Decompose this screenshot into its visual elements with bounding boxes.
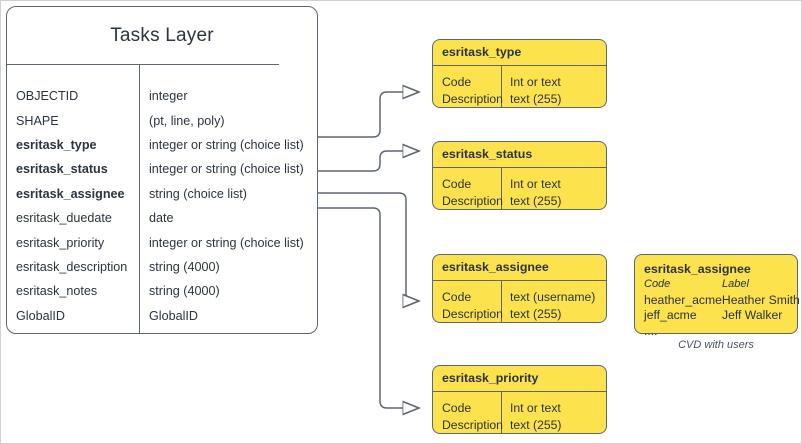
field-type: date	[149, 211, 174, 226]
domain-box-esritask-type[interactable]: esritask_type Code Description Int or te…	[432, 39, 607, 108]
domain-field-label: Description	[442, 417, 503, 432]
cvd-label	[722, 324, 797, 340]
table-row[interactable]: GlobalID GlobalID	[7, 304, 317, 328]
domain-field-type: text (255)	[510, 417, 562, 432]
cvd-row: jeff_acme Jeff Walker	[644, 308, 797, 324]
table-row[interactable]: esritask_priority integer or string (cho…	[7, 230, 317, 254]
field-name: esritask_type	[16, 137, 97, 152]
domain-box-title: esritask_assignee	[442, 260, 549, 274]
domain-field-label: Code	[442, 290, 472, 304]
field-name: SHAPE	[16, 113, 59, 128]
table-row[interactable]: OBJECTID integer	[7, 84, 317, 108]
domain-field-label: Code	[442, 177, 472, 191]
domain-box-right-column: text (username) text (255)	[501, 289, 606, 322]
field-name: esritask_duedate	[16, 211, 112, 226]
domain-box-right-column: Int or text text (255)	[501, 176, 606, 209]
domain-box-body: Code Description Int or text text (255)	[433, 391, 606, 433]
cvd-row: heather_acme Heather Smith	[644, 292, 800, 309]
domain-box-left-column: Code Description	[433, 289, 503, 322]
cvd-label: Jeff Walker	[722, 308, 783, 322]
domain-field-type: Int or text	[510, 177, 561, 191]
field-type: string (4000)	[149, 259, 220, 274]
field-name: esritask_status	[16, 162, 108, 177]
domain-field-label: Code	[442, 75, 472, 89]
field-list: OBJECTID integer SHAPE (pt, line, poly) …	[7, 65, 317, 333]
domain-box-divider	[433, 280, 606, 281]
domain-box-column-divider	[501, 168, 502, 209]
field-type: integer or string (choice list)	[149, 137, 304, 152]
domain-box-esritask-assignee[interactable]: esritask_assignee Code Description text …	[432, 254, 607, 323]
cvd-code: jeff_acme	[644, 308, 697, 322]
domain-field-label: Description	[442, 306, 503, 321]
domain-box-column-divider	[501, 392, 502, 433]
domain-box-body: Code Description Int or text text (255)	[433, 167, 606, 209]
column-divider	[139, 65, 140, 333]
domain-field-type: text (255)	[510, 306, 562, 321]
field-type: (pt, line, poly)	[149, 113, 225, 128]
field-type: integer	[149, 89, 188, 104]
domain-field-type: Int or text	[510, 75, 561, 89]
domain-field-label: Code	[442, 401, 472, 415]
field-type: string (4000)	[149, 284, 220, 299]
table-row[interactable]: esritask_description string (4000)	[7, 255, 317, 279]
domain-field-label: Description	[442, 193, 503, 208]
field-type: integer or string (choice list)	[149, 235, 304, 250]
table-row[interactable]: esritask_duedate date	[7, 206, 317, 230]
domain-field-label: Description	[442, 91, 503, 106]
cvd-row: ....	[644, 324, 797, 340]
cvd-header-label: Label	[722, 278, 749, 290]
domain-box-left-column: Code Description	[433, 176, 503, 209]
field-name: esritask_assignee	[16, 186, 125, 201]
domain-box-divider	[433, 65, 606, 66]
domain-field-type: text (255)	[510, 193, 562, 208]
connector-esritask-status	[318, 151, 419, 172]
cvd-header-row: Code Label	[644, 277, 797, 293]
field-name: esritask_priority	[16, 235, 105, 250]
domain-box-left-column: Code Description	[433, 400, 503, 433]
domain-box-right-column: Int or text text (255)	[501, 400, 606, 433]
field-name: esritask_notes	[16, 284, 98, 299]
connector-esritask-type	[318, 92, 419, 138]
domain-field-type: text (username)	[510, 290, 596, 304]
domain-box-left-column: Code Description	[433, 74, 503, 107]
cvd-title: esritask_assignee	[644, 262, 751, 276]
domain-box-esritask-priority[interactable]: esritask_priority Code Description Int o…	[432, 365, 607, 434]
cvd-values-box[interactable]: esritask_assignee Code Label heather_acm…	[634, 254, 800, 338]
domain-box-body: Code Description text (username) text (2…	[433, 280, 606, 322]
domain-box-column-divider	[501, 281, 502, 322]
field-name: GlobalID	[16, 308, 65, 323]
domain-field-type: Int or text	[510, 401, 561, 415]
domain-box-divider	[433, 167, 606, 168]
cvd-code: heather_acme	[644, 292, 722, 307]
domain-box-column-divider	[501, 66, 502, 107]
cvd-code: ....	[644, 323, 658, 338]
connector-esritask-priority	[318, 207, 419, 408]
domain-box-title: esritask_type	[442, 45, 522, 59]
field-name: esritask_description	[16, 259, 128, 274]
cvd-label: Heather Smith	[721, 292, 800, 307]
tasks-layer-entity[interactable]: Tasks Layer OBJECTID integer SHAPE (pt, …	[6, 6, 318, 334]
table-row[interactable]: esritask_notes string (4000)	[7, 279, 317, 303]
table-row[interactable]: esritask_status integer or string (choic…	[7, 157, 317, 181]
cvd-caption: CVD with users	[678, 339, 754, 351]
domain-box-right-column: Int or text text (255)	[501, 74, 606, 107]
field-name: OBJECTID	[16, 89, 79, 104]
table-row[interactable]: esritask_assignee string (choice list)	[7, 182, 317, 206]
connector-esritask-assignee	[318, 192, 419, 301]
domain-box-title: esritask_status	[442, 147, 533, 161]
table-row[interactable]: SHAPE (pt, line, poly)	[7, 108, 317, 132]
domain-box-esritask-status[interactable]: esritask_status Code Description Int or …	[432, 141, 607, 210]
field-type: GlobalID	[149, 308, 198, 323]
domain-field-type: text (255)	[510, 91, 562, 106]
domain-box-divider	[433, 391, 606, 392]
title-divider	[7, 64, 279, 65]
field-type: integer or string (choice list)	[149, 162, 304, 177]
tasks-layer-title: Tasks Layer	[110, 25, 214, 46]
table-row[interactable]: esritask_type integer or string (choice …	[7, 133, 317, 157]
domain-box-body: Code Description Int or text text (255)	[433, 65, 606, 107]
field-type: string (choice list)	[149, 186, 247, 201]
cvd-header-code: Code	[644, 278, 671, 290]
domain-box-title: esritask_priority	[442, 371, 539, 385]
